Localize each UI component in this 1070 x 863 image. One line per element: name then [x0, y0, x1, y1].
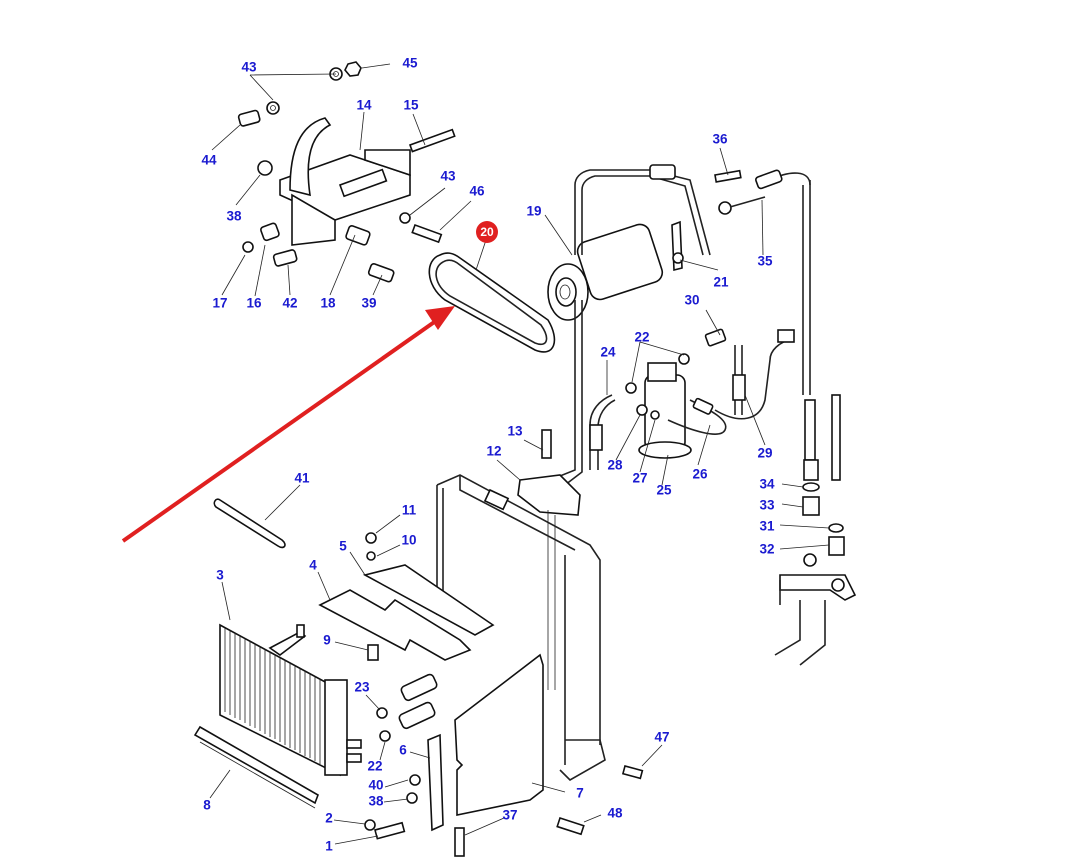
condenser-fittings [346, 673, 438, 763]
part-label-26[interactable]: 26 [692, 466, 708, 482]
mounting-plates [318, 532, 495, 661]
part-label-25[interactable]: 25 [656, 482, 672, 498]
part-label-14[interactable]: 14 [356, 97, 372, 113]
part-label-34[interactable]: 34 [759, 476, 775, 492]
part-label-7[interactable]: 7 [576, 785, 584, 801]
part-label-27[interactable]: 27 [632, 470, 648, 486]
part-label-29[interactable]: 29 [757, 445, 773, 461]
compressor [547, 223, 664, 321]
part-label-16[interactable]: 16 [246, 295, 262, 311]
part-label-35[interactable]: 35 [757, 253, 773, 269]
highlight-arrow [121, 306, 455, 543]
part-label-9[interactable]: 9 [323, 632, 331, 648]
compressor-bracket [279, 117, 411, 246]
bolts [364, 429, 644, 857]
part-label-45[interactable]: 45 [402, 55, 418, 71]
part-label-17[interactable]: 17 [212, 295, 228, 311]
fittings [774, 459, 857, 666]
part-label-3[interactable]: 3 [216, 567, 224, 583]
part-label-31[interactable]: 31 [759, 518, 775, 534]
part-label-33[interactable]: 33 [759, 497, 775, 513]
part-label-5[interactable]: 5 [339, 538, 347, 554]
part-label-43[interactable]: 43 [241, 59, 257, 75]
part-label-24[interactable]: 24 [600, 344, 616, 360]
tube-41 [213, 498, 286, 549]
part-label-36[interactable]: 36 [712, 131, 728, 147]
part-label-21[interactable]: 21 [713, 274, 729, 290]
lower-bracket-8 [193, 725, 319, 809]
part-label-2[interactable]: 2 [325, 810, 333, 826]
part-label-28[interactable]: 28 [607, 457, 623, 473]
part-label-10[interactable]: 10 [401, 532, 417, 548]
side-panel-7 [454, 653, 544, 816]
side-bracket-6 [406, 733, 444, 832]
part-label-18[interactable]: 18 [320, 295, 336, 311]
part-label-1[interactable]: 1 [325, 838, 333, 854]
part-label-12[interactable]: 12 [486, 443, 502, 459]
part-label-15[interactable]: 15 [403, 97, 419, 113]
part-label-30[interactable]: 30 [684, 292, 700, 308]
part-label-38[interactable]: 38 [226, 208, 242, 224]
part-label-38[interactable]: 38 [368, 793, 384, 809]
leader-lines [209, 63, 830, 845]
highlighted-part-label-20[interactable]: 20 [476, 221, 498, 243]
part-label-37[interactable]: 37 [502, 807, 518, 823]
bracket-hardware [237, 61, 456, 283]
part-label-42[interactable]: 42 [282, 295, 298, 311]
part-label-46[interactable]: 46 [469, 183, 485, 199]
receiver-drier [589, 328, 795, 470]
part-label-6[interactable]: 6 [399, 742, 407, 758]
part-label-11[interactable]: 11 [401, 502, 417, 518]
part-label-39[interactable]: 39 [361, 295, 377, 311]
part-label-22[interactable]: 22 [367, 758, 383, 774]
part-label-23[interactable]: 23 [354, 679, 370, 695]
part-label-47[interactable]: 47 [654, 729, 670, 745]
part-label-4[interactable]: 4 [309, 557, 317, 573]
part-label-32[interactable]: 32 [759, 541, 775, 557]
part-label-48[interactable]: 48 [607, 805, 623, 821]
part-label-40[interactable]: 40 [368, 777, 384, 793]
condenser [219, 623, 348, 777]
part-label-44[interactable]: 44 [201, 152, 217, 168]
part-label-13[interactable]: 13 [507, 423, 523, 439]
part-label-43[interactable]: 43 [440, 168, 456, 184]
part-label-41[interactable]: 41 [294, 470, 310, 486]
drive-belt [428, 252, 556, 353]
part-label-8[interactable]: 8 [203, 797, 211, 813]
part-label-22[interactable]: 22 [634, 329, 650, 345]
pipe-clamp-bracket [671, 169, 766, 272]
part-label-19[interactable]: 19 [526, 203, 542, 219]
